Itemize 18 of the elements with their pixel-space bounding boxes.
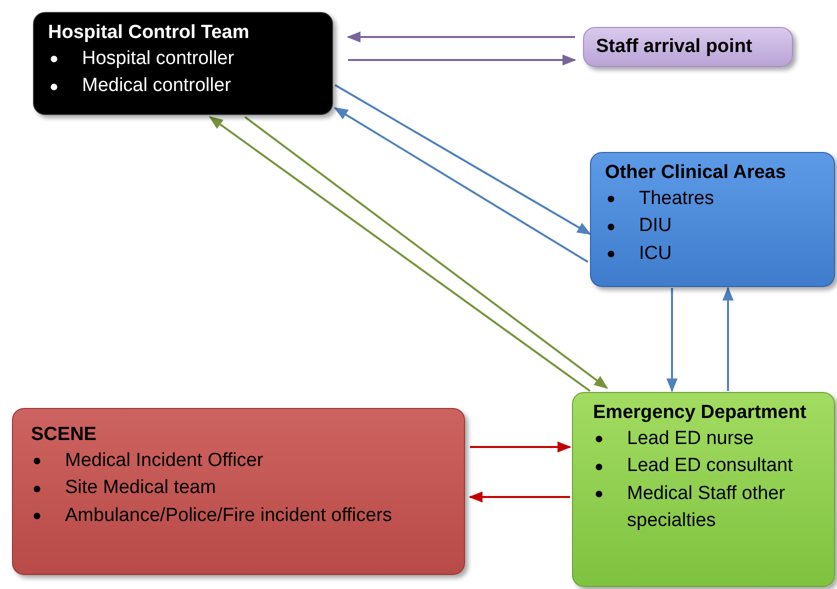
box-heading: SCENE xyxy=(31,423,98,447)
process-box xyxy=(572,392,835,587)
arrow xyxy=(470,441,572,453)
box-heading: Hospital Control Team xyxy=(48,21,250,45)
box-heading: Staff arrival point xyxy=(596,35,754,59)
process-box xyxy=(583,27,793,67)
process-box xyxy=(33,12,333,115)
arrow xyxy=(334,107,589,263)
arrow xyxy=(722,286,734,391)
box-heading: Other Clinical Areas xyxy=(605,161,787,185)
arrow xyxy=(348,54,576,66)
arrow xyxy=(666,288,678,392)
arrow xyxy=(334,84,592,235)
process-box xyxy=(12,408,465,575)
arrow xyxy=(468,491,570,503)
box-heading: Emergency Department xyxy=(593,401,808,425)
arrow xyxy=(346,31,575,43)
process-box xyxy=(590,152,835,287)
